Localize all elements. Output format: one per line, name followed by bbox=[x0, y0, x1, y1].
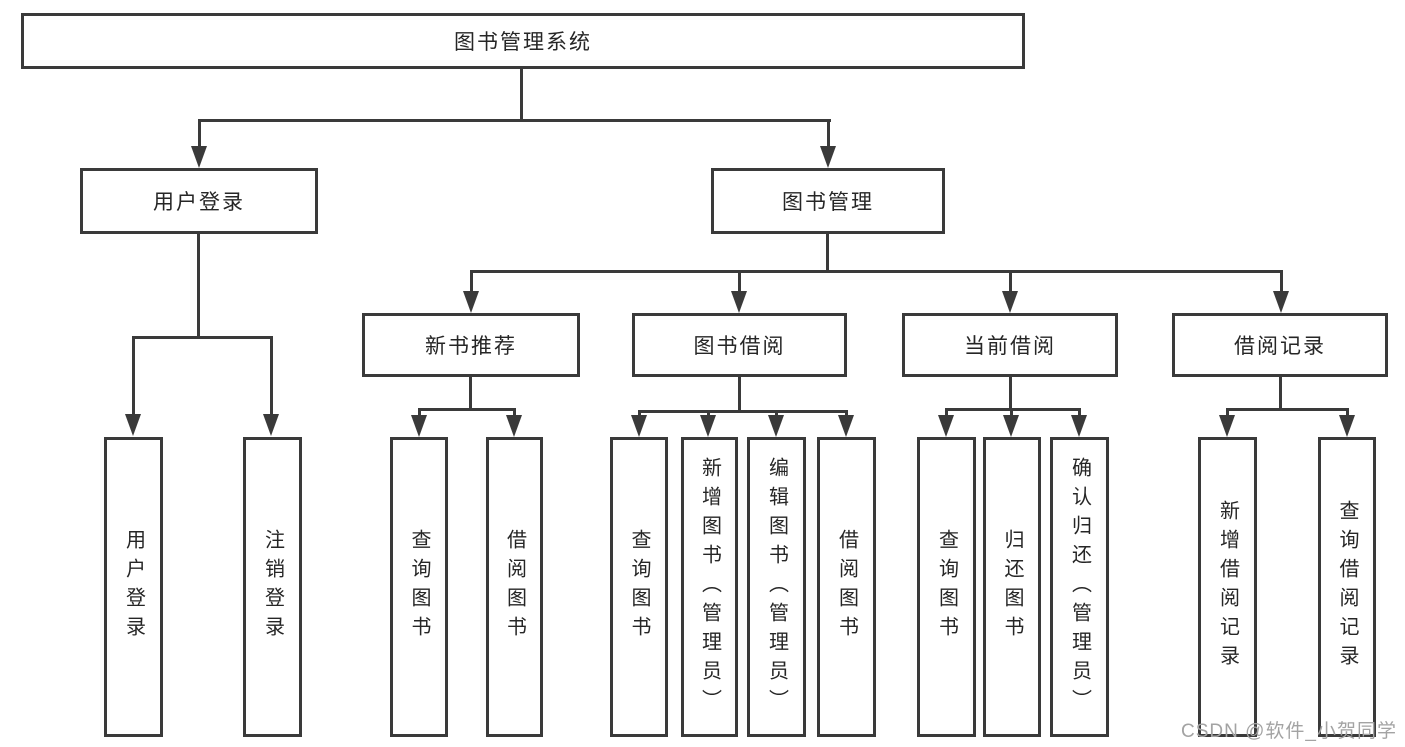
leaf-add-borrow-record: 新增借阅记录 bbox=[1198, 437, 1257, 737]
arrow-down bbox=[838, 415, 854, 437]
arrow-down bbox=[768, 415, 784, 437]
leaf-user-login-label: 用户登录 bbox=[122, 529, 145, 645]
leaf-edit-books-admin-label: 编辑图书（管理员） bbox=[765, 456, 788, 718]
node-new-book-recommend-label: 新书推荐 bbox=[425, 335, 517, 358]
connector-stem bbox=[707, 410, 710, 418]
connector-stem-login-leaf bbox=[132, 336, 135, 416]
connector-borrow-records-horizontal bbox=[1226, 408, 1349, 411]
node-book-borrow-label: 图书借阅 bbox=[693, 335, 786, 358]
arrow-down bbox=[700, 415, 716, 437]
arrow-to-user-login bbox=[191, 146, 207, 168]
connector-stem bbox=[638, 410, 641, 418]
node-root: 图书管理系统 bbox=[21, 13, 1025, 69]
connector-book-management-trunk bbox=[826, 234, 829, 270]
connector-stem-logout-leaf bbox=[270, 336, 273, 416]
connector-current-borrow-horizontal bbox=[945, 408, 1081, 411]
leaf-query-borrow-record: 查询借阅记录 bbox=[1318, 437, 1376, 737]
leaf-query-books-recommend-label: 查询图书 bbox=[408, 529, 430, 645]
connector-new-book-trunk bbox=[469, 377, 472, 408]
arrow-down bbox=[1071, 415, 1087, 437]
connector-stem bbox=[1226, 408, 1229, 418]
node-borrow-records: 借阅记录 bbox=[1172, 313, 1388, 377]
leaf-query-borrow-record-label: 查询借阅记录 bbox=[1336, 500, 1358, 674]
connector-stem bbox=[1078, 408, 1081, 418]
node-user-login-label: 用户登录 bbox=[153, 191, 245, 214]
leaf-confirm-return-admin-label: 确认归还（管理员） bbox=[1068, 456, 1091, 718]
node-current-borrow: 当前借阅 bbox=[902, 313, 1118, 377]
arrow-down bbox=[938, 415, 954, 437]
arrow-down bbox=[1339, 415, 1355, 437]
leaf-confirm-return-admin: 确认归还（管理员） bbox=[1050, 437, 1109, 737]
arrow-down bbox=[506, 415, 522, 437]
connector-stem-current-borrow bbox=[1009, 270, 1012, 295]
connector-stem bbox=[845, 410, 848, 418]
leaf-logout-label: 注销登录 bbox=[261, 529, 284, 645]
arrow-to-book-borrow bbox=[731, 291, 747, 313]
node-root-label: 图书管理系统 bbox=[454, 31, 592, 54]
leaf-return-books: 归还图书 bbox=[983, 437, 1041, 737]
node-book-management-label: 图书管理 bbox=[782, 191, 874, 214]
connector-level3-horizontal bbox=[470, 270, 1283, 273]
node-book-management: 图书管理 bbox=[711, 168, 945, 234]
connector-stem bbox=[1346, 408, 1349, 418]
arrow-down bbox=[411, 415, 427, 437]
leaf-query-books-borrow: 查询图书 bbox=[610, 437, 668, 737]
connector-stem bbox=[513, 408, 516, 418]
arrow-to-borrow-records bbox=[1273, 291, 1289, 313]
arrow-to-login-leaf bbox=[125, 414, 141, 436]
connector-borrow-records-trunk bbox=[1279, 377, 1282, 408]
leaf-borrow-books: 借阅图书 bbox=[817, 437, 876, 737]
arrow-down bbox=[1003, 415, 1019, 437]
leaf-borrow-books-recommend-label: 借阅图书 bbox=[503, 529, 526, 645]
connector-stem-book-borrow bbox=[738, 270, 741, 295]
leaf-query-books-borrow-label: 查询图书 bbox=[628, 529, 650, 645]
arrow-to-book-management bbox=[820, 146, 836, 168]
connector-new-book-horizontal bbox=[418, 408, 516, 411]
arrow-to-logout-leaf bbox=[263, 414, 279, 436]
leaf-query-books-current-label: 查询图书 bbox=[935, 529, 958, 645]
connector-root-trunk bbox=[520, 69, 523, 119]
leaf-query-books-current: 查询图书 bbox=[917, 437, 976, 737]
connector-stem bbox=[418, 408, 421, 418]
node-new-book-recommend: 新书推荐 bbox=[362, 313, 580, 377]
leaf-add-books-admin-label: 新增图书（管理员） bbox=[698, 456, 721, 718]
leaf-edit-books-admin: 编辑图书（管理员） bbox=[747, 437, 806, 737]
connector-book-borrow-trunk bbox=[738, 377, 741, 410]
leaf-borrow-books-recommend: 借阅图书 bbox=[486, 437, 543, 737]
connector-stem bbox=[1010, 408, 1013, 418]
leaf-query-books-recommend: 查询图书 bbox=[390, 437, 448, 737]
leaf-user-login: 用户登录 bbox=[104, 437, 163, 737]
connector-stem-borrow-records bbox=[1280, 270, 1283, 295]
connector-current-borrow-trunk bbox=[1009, 377, 1012, 408]
connector-stem-user-login bbox=[198, 119, 201, 149]
leaf-borrow-books-label: 借阅图书 bbox=[835, 529, 858, 645]
connector-stem-new-book bbox=[470, 270, 473, 295]
arrow-to-new-book bbox=[463, 291, 479, 313]
leaf-logout: 注销登录 bbox=[243, 437, 302, 737]
connector-stem-book-management bbox=[827, 119, 830, 149]
connector-stem bbox=[775, 410, 778, 418]
arrow-to-current-borrow bbox=[1002, 291, 1018, 313]
node-borrow-records-label: 借阅记录 bbox=[1234, 335, 1326, 358]
connector-level2-horizontal bbox=[198, 119, 831, 122]
connector-user-login-horizontal bbox=[132, 336, 273, 339]
connector-stem bbox=[945, 408, 948, 418]
leaf-return-books-label: 归还图书 bbox=[1001, 529, 1023, 645]
connector-book-borrow-horizontal bbox=[638, 410, 848, 413]
arrow-down bbox=[631, 415, 647, 437]
connector-user-login-trunk bbox=[197, 234, 200, 336]
node-user-login: 用户登录 bbox=[80, 168, 318, 234]
arrow-down bbox=[1219, 415, 1235, 437]
node-book-borrow: 图书借阅 bbox=[632, 313, 847, 377]
node-current-borrow-label: 当前借阅 bbox=[964, 335, 1056, 358]
leaf-add-books-admin: 新增图书（管理员） bbox=[681, 437, 738, 737]
csdn-watermark: CSDN @软件_小贺同学 bbox=[1181, 721, 1397, 742]
leaf-add-borrow-record-label: 新增借阅记录 bbox=[1216, 500, 1239, 674]
